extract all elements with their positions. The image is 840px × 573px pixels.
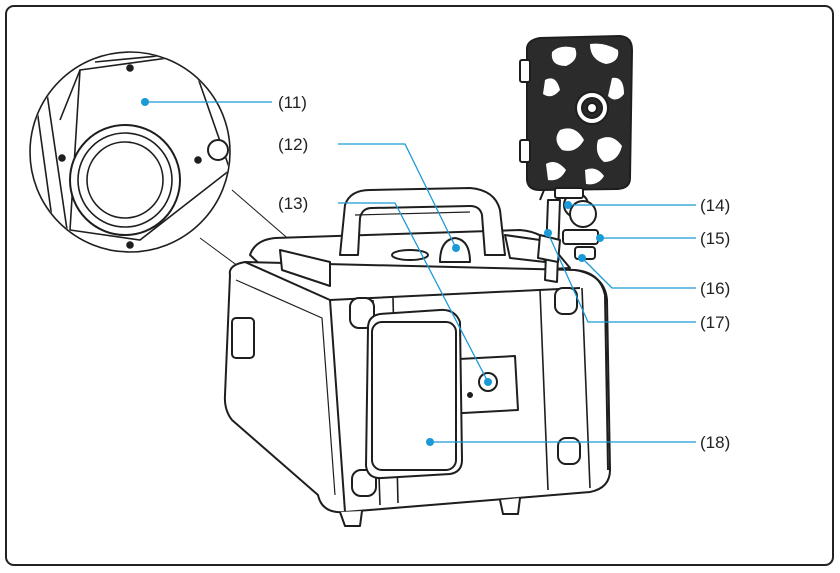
callout-label-16: (16) [700, 279, 730, 298]
callout-labels: (11) (12) (13) (14) (15) (16) (17) (18) [278, 93, 730, 452]
case-handle [339, 187, 506, 263]
leader-dot-13 [484, 378, 492, 386]
callout-label-18: (18) [700, 433, 730, 452]
leader-line-13 [338, 202, 489, 383]
callout-label-11: (11) [278, 93, 307, 112]
callout-label-14: (14) [700, 196, 730, 215]
leader-lines [141, 98, 696, 446]
trail-camera [519, 35, 633, 199]
callout-label-15: (15) [700, 229, 730, 248]
leader-dot-11 [141, 98, 149, 106]
diagram-frame [5, 5, 834, 566]
leader-dot-12 [452, 244, 460, 252]
leader-dot-17 [544, 229, 552, 237]
callout-label-12: (12) [278, 135, 308, 154]
leader-dot-16 [578, 254, 586, 262]
leader-dot-15 [596, 234, 604, 242]
leader-line-16 [581, 257, 696, 289]
callout-label-13: (13) [278, 194, 308, 213]
callout-label-17: (17) [700, 313, 730, 332]
leader-line-17 [547, 232, 696, 323]
leader-line-12 [338, 143, 457, 249]
leader-dot-14 [564, 201, 572, 209]
leader-dot-18 [426, 438, 434, 446]
